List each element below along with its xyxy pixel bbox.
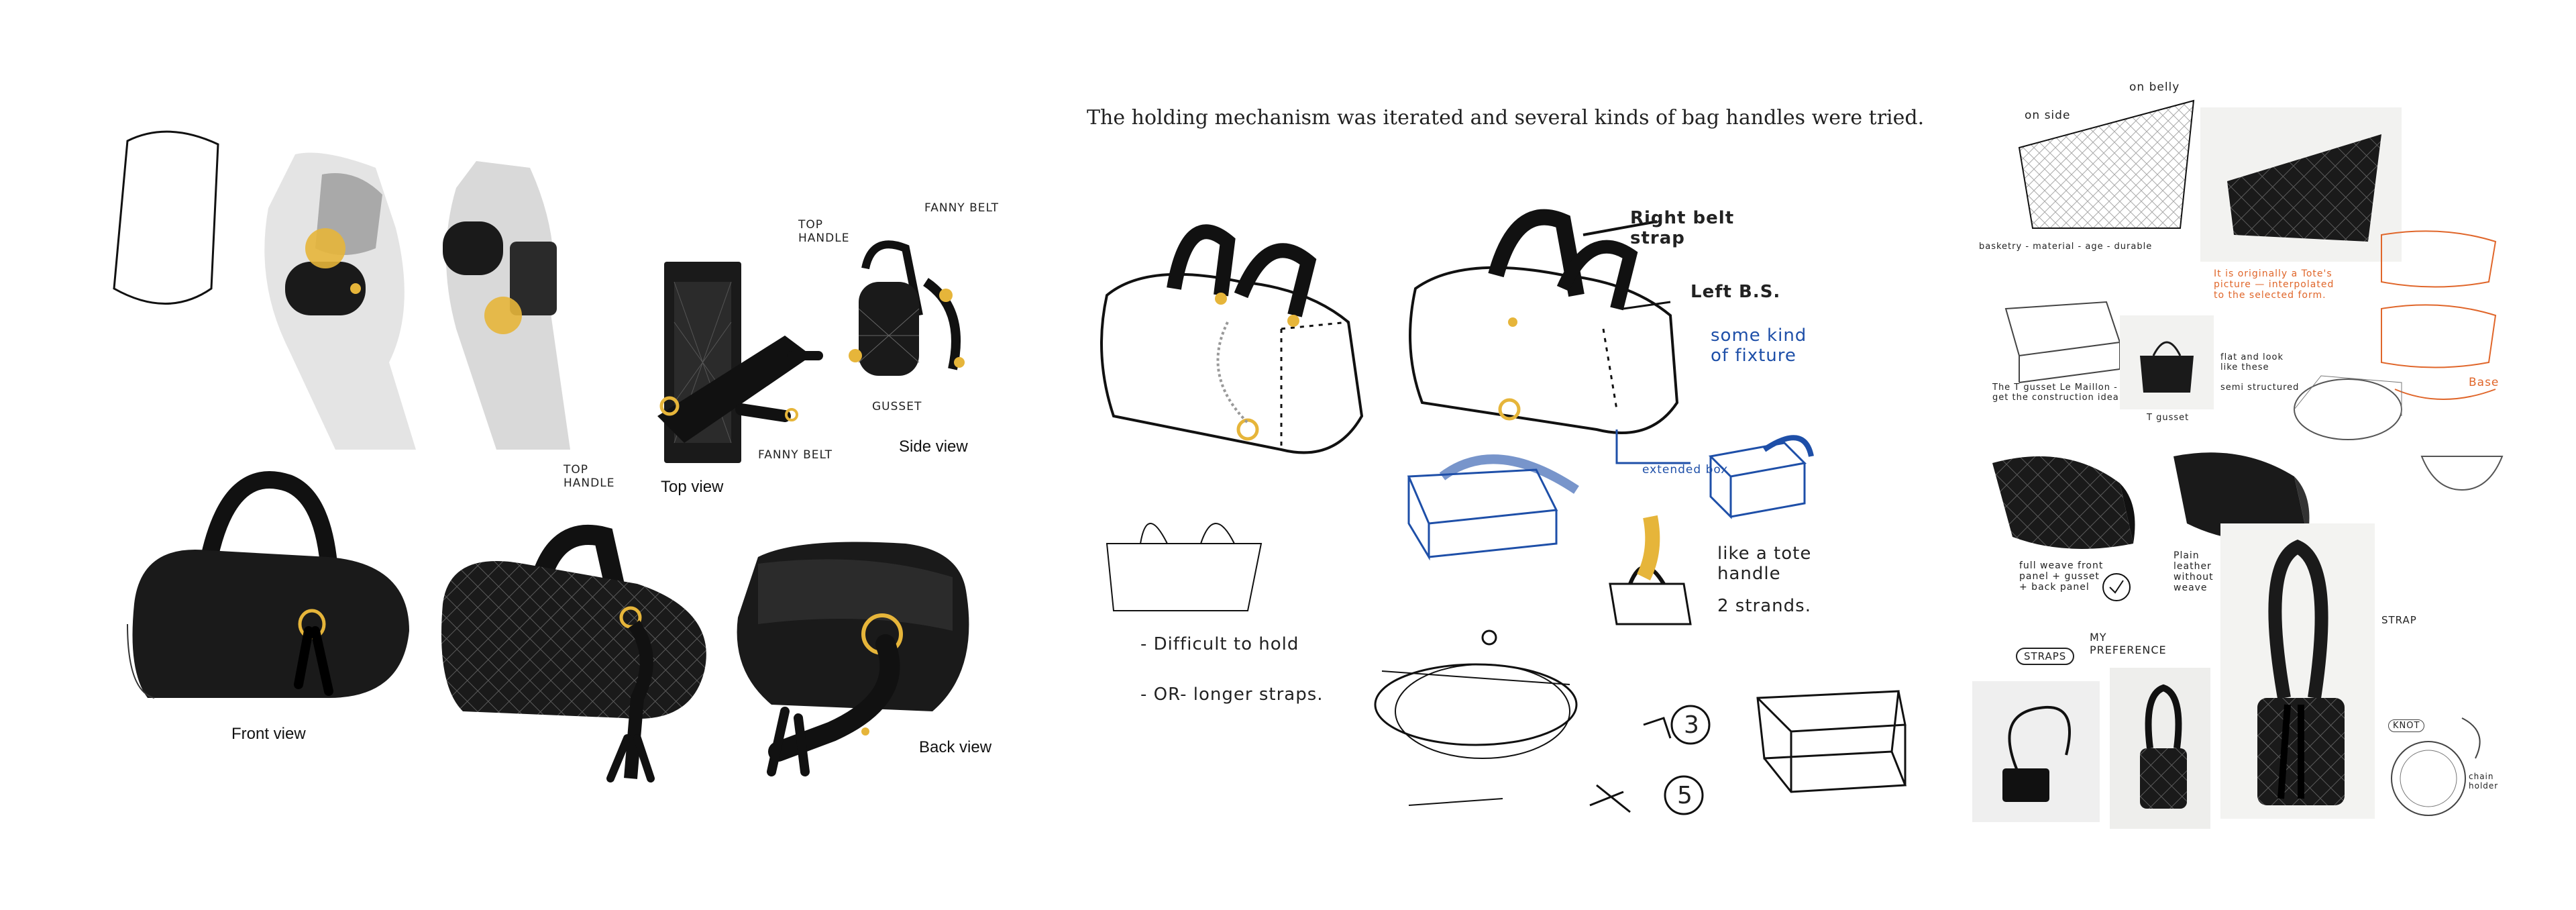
circled-number-5 [1589, 775, 1704, 815]
note-full-weave: full weave front panel + gusset + back p… [2019, 560, 2104, 593]
side-view-gusset-label: GUSSET [872, 400, 922, 413]
box-wireframe-sketch [1756, 690, 1907, 793]
bag-silhouette-outline [113, 130, 219, 305]
note-semi-structured: semi structured [2220, 383, 2300, 393]
top-view-bag-illustration [657, 262, 823, 463]
leather-clutch-render [2174, 452, 2310, 542]
note-on-side: on side [2025, 109, 2071, 122]
circled-number-3-label: 3 [1684, 711, 1700, 739]
note-chain-holder: chain holder [2469, 772, 2499, 791]
pencil-box-sketch [2004, 301, 2121, 383]
woven-clutch-render [1992, 456, 2135, 549]
back-view-label: Back view [919, 738, 992, 756]
side-view-fanny-belt-label: FANNY BELT [924, 201, 999, 215]
note-difficult-to-hold: - Difficult to hold [1140, 634, 1299, 654]
note-extended-box: extended box [1642, 463, 1729, 476]
side-view-label: Side view [899, 438, 968, 456]
front-view-label: Front view [231, 725, 306, 743]
note-t-gusset: The T gusset Le Maillon - to get the con… [1992, 383, 2132, 403]
left-illustration-panel: TOP HANDLE FANNY BELT Top view TOP HANDL… [0, 0, 1033, 910]
note-strap: STRAP [2381, 614, 2417, 626]
note-straps: STRAPS [2016, 648, 2075, 665]
note-some-kind-of-fixture: some kind of fixture [1711, 325, 1807, 366]
middle-sketch-panel: Right belt strap Left B.S. some kind of … [1073, 148, 1932, 859]
body-wearing-sketch-hip [264, 152, 416, 450]
simple-tote-sketch [1106, 523, 1263, 611]
note-two-strands: 2 strands. [1717, 596, 1811, 616]
duffel-sketch-belt-straps [1409, 209, 1679, 434]
note-right-belt-strap: Right belt strap [1630, 208, 1735, 248]
note-like-a-tote-handle: like a tote handle [1717, 544, 1812, 584]
note-knot: KNOT [2388, 719, 2425, 732]
note-plain-leather: Plain leather without weave [2174, 550, 2214, 593]
note-on-belly: on belly [2129, 81, 2180, 94]
orange-clutch-sketches [2381, 230, 2497, 400]
note-my-preference: MY PREFERENCE [2090, 631, 2167, 656]
right-research-panel: on side on belly basketry - material - a… [1945, 40, 2569, 872]
top-view-top-handle-label: TOP HANDLE [564, 463, 615, 490]
top-view-fanny-belt-label: FANNY BELT [758, 448, 833, 462]
note-flat-and-look: flat and look like these [2220, 352, 2284, 372]
note-or-longer-straps: - OR- longer straps. [1140, 685, 1324, 705]
bucket-bag-photo-large [2220, 523, 2375, 819]
bucket-bag-photo-small [2110, 668, 2210, 829]
grid-bag-wireframe [2018, 99, 2195, 229]
duffel-sketch-two-handles [1100, 224, 1364, 454]
note-base: Base [2469, 376, 2500, 389]
tote-handle-sketch [1609, 515, 1692, 625]
circled-number-5-label: 5 [1677, 782, 1693, 809]
note-left-bs: Left B.S. [1690, 282, 1781, 302]
preference-check-circle [2102, 573, 2131, 601]
side-view-top-handle-label: TOP HANDLE [798, 218, 850, 245]
front-view-bag-illustration [127, 471, 409, 699]
pencil-bowl-sketch [2420, 456, 2504, 491]
note-origami: It is originally a Tote's picture — inte… [2214, 268, 2334, 301]
blue-handle-box-sketch [1407, 454, 1579, 561]
blue-extended-box-sketch [1615, 429, 1814, 519]
crossbody-strap-photo [1972, 681, 2100, 822]
top-view-label: Top view [661, 478, 724, 496]
side-view-bag-illustration [849, 240, 965, 376]
note-basketry: basketry - material - age - durable [1979, 242, 2153, 252]
woven-bag-photo [2200, 107, 2402, 262]
body-wearing-sketch-back [443, 161, 570, 450]
note-t-gusset-short: T gusset [2147, 413, 2190, 423]
pencil-3d-bag-sketch [2294, 375, 2402, 440]
woven-bag-illustration [441, 524, 706, 782]
circled-number-3 [1643, 705, 1711, 745]
caption: The holding mechanism was iterated and s… [1087, 106, 1925, 130]
knot-chain-sketch [2391, 717, 2481, 816]
scribble-pouch-sketch [1374, 629, 1578, 806]
tote-bag-photo [2120, 315, 2214, 409]
back-view-bag-illustration [737, 542, 969, 776]
